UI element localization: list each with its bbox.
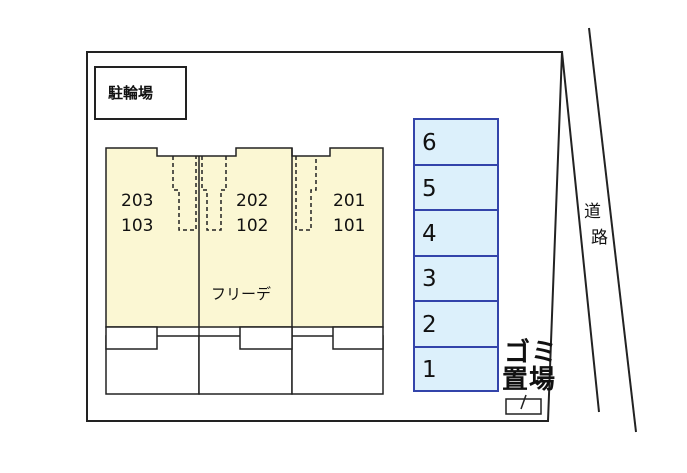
bicycle-parking-box: [94, 66, 187, 120]
road-label-char: 道: [584, 202, 601, 222]
parking-slot-number: 4: [422, 221, 437, 247]
unit-lower-label: 103: [121, 216, 154, 236]
unit-upper-label: 201: [333, 191, 366, 211]
parking-slot-number: 6: [422, 130, 437, 156]
bicycle-parking-label: 駐輪場: [108, 84, 154, 102]
unit-upper-label: 203: [121, 191, 154, 211]
entrance-outline: [172, 156, 197, 231]
parking-slot-number: 5: [422, 176, 437, 202]
entrance-outline: [201, 156, 227, 231]
parking-slot-number: 1: [422, 357, 437, 383]
unit-lower-label: 101: [333, 216, 366, 236]
garbage-label-line1: ゴミ: [504, 338, 559, 368]
parking-slot-number: 3: [422, 266, 437, 292]
balcony: [105, 326, 158, 350]
parking-slot-dividers: [414, 164, 498, 348]
entrance-outline: [295, 156, 317, 231]
road-label-char: 路: [591, 228, 608, 248]
road-edge-left: [561, 51, 600, 413]
unit-upper-label: 202: [236, 191, 269, 211]
road-edge-right: [588, 27, 637, 433]
trash-bin-icon-stroke: [520, 394, 527, 410]
parking-slot-number: 2: [422, 312, 437, 338]
unit-lower-label: 102: [236, 216, 269, 236]
garbage-label-line2: 置場: [502, 365, 557, 395]
balcony: [332, 326, 384, 350]
free-label: フリーデ: [211, 285, 272, 303]
balcony: [239, 326, 293, 350]
trash-bin-icon: [505, 398, 542, 415]
